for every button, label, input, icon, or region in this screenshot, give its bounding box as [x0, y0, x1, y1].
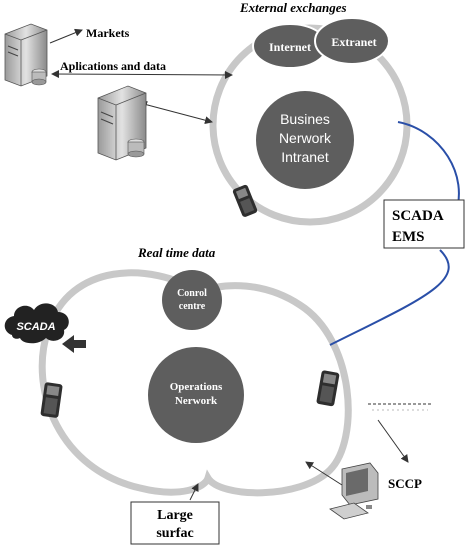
operations-network-label-1: Operations: [170, 381, 223, 393]
handheld-device-icon: [232, 184, 258, 217]
scada-ems-box: [383, 199, 465, 249]
sccp-ring-arrow: [305, 461, 343, 486]
computer-icon: [329, 462, 379, 520]
extranet-node: [314, 17, 390, 65]
real-time-data-label: Real time data: [137, 245, 216, 260]
scada-ems-label-1: SCADA: [392, 208, 444, 224]
scada-ems-label-2: EMS: [392, 229, 425, 245]
large-surface-arrow: [189, 483, 199, 501]
business-network-label-2: Nerwork: [279, 130, 332, 146]
large-surface-box: [130, 501, 220, 545]
markets-arrow: [49, 28, 83, 44]
cloud-icon: [4, 303, 69, 344]
control-centre-label-1: Conrol: [177, 288, 207, 299]
large-surface-label-2: surfac: [156, 526, 193, 541]
server-to-ring-arrow: [139, 100, 213, 125]
faint-text-mark: [368, 403, 432, 411]
internet-label: Internet: [269, 40, 311, 54]
server-icon: [97, 85, 147, 161]
control-centre-node: [162, 270, 222, 330]
handheld-device-icon: [40, 382, 63, 418]
arrow-icon: [62, 335, 86, 353]
applications-label: Aplications and data: [60, 59, 166, 73]
sccp-label: SCCP: [388, 476, 422, 491]
extranet-label: Extranet: [331, 35, 376, 49]
sccp-arrow: [377, 419, 409, 463]
operations-network-label-2: Nerwork: [175, 395, 218, 407]
markets-label: Markets: [86, 26, 130, 40]
server-icon: [4, 23, 48, 87]
external-exchanges-label: External exchanges: [239, 0, 347, 15]
operations-network-node: [148, 347, 244, 443]
business-network-label-1: Busines: [280, 111, 330, 127]
scada-cloud-label: SCADA: [16, 321, 55, 333]
large-surface-label-1: Large: [157, 508, 193, 523]
control-centre-label-2: centre: [179, 301, 206, 312]
business-network-node: [256, 91, 354, 189]
handheld-device-icon: [316, 370, 340, 407]
business-network-label-3: Intranet: [281, 149, 329, 165]
applications-arrow: [51, 70, 233, 79]
